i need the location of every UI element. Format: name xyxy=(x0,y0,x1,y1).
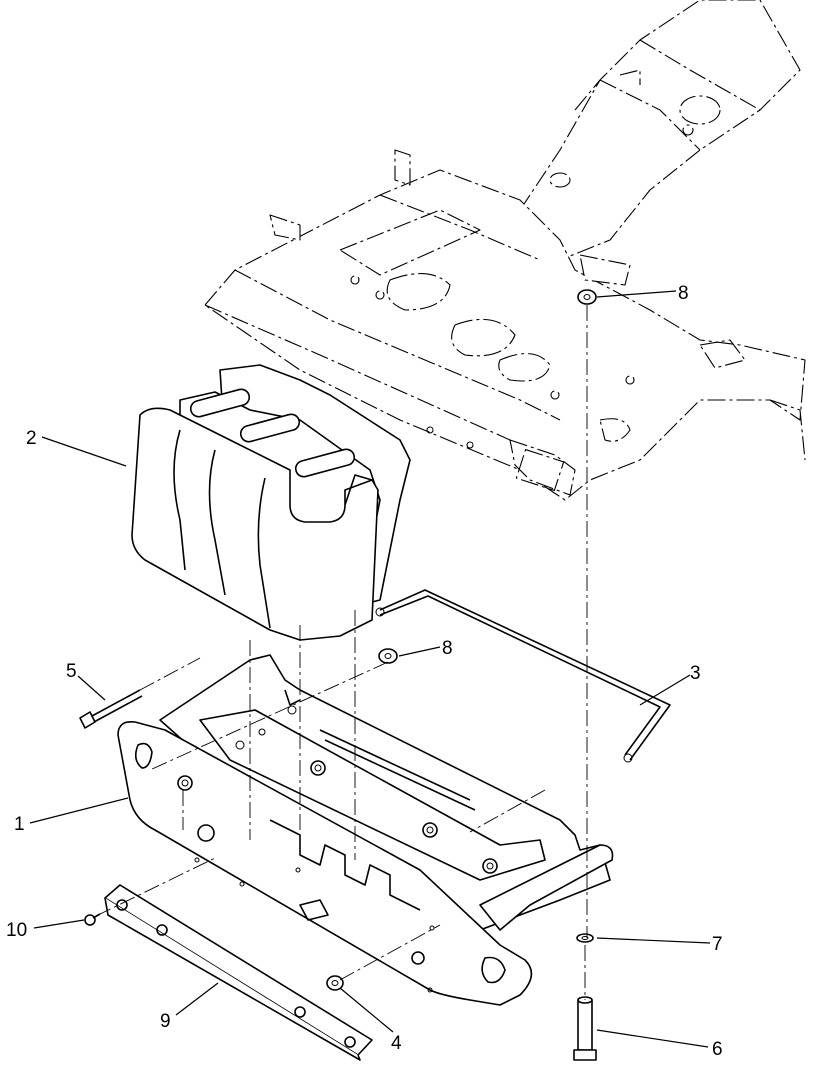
callout-9: 9 xyxy=(160,1011,171,1032)
callout-6: 6 xyxy=(712,1039,723,1060)
callout-labels: 1 2 3 4 5 6 7 8 8 9 10 xyxy=(6,283,723,1060)
u-rod xyxy=(375,589,671,763)
bracket-bolt-left xyxy=(177,775,193,791)
flat-bar xyxy=(104,884,373,1061)
callout-4: 4 xyxy=(391,1033,402,1054)
callout-8-lower: 8 xyxy=(442,638,453,659)
leader-lines xyxy=(29,290,711,1048)
bracket-bolt-center xyxy=(310,760,326,776)
bolt-5 xyxy=(79,689,143,729)
callout-5: 5 xyxy=(66,661,77,682)
bolt-6 xyxy=(573,996,597,1061)
callout-10: 10 xyxy=(6,920,27,941)
callout-1: 1 xyxy=(14,814,25,835)
weight-bracket xyxy=(117,654,614,1006)
callout-3: 3 xyxy=(690,663,701,684)
flange-nut-8-upper xyxy=(577,289,597,305)
assembly-centerlines xyxy=(95,305,588,1000)
screw-10 xyxy=(84,913,101,926)
washer-7 xyxy=(576,933,594,943)
flange-nut-4 xyxy=(326,975,344,991)
callout-7: 7 xyxy=(712,934,723,955)
bracket-bolt-mid xyxy=(422,822,438,838)
callout-8-upper: 8 xyxy=(678,283,689,304)
callout-2: 2 xyxy=(26,428,37,449)
flange-nut-8-lower xyxy=(378,648,398,664)
bracket-bolt-right xyxy=(482,858,498,874)
suitcase-weight-stack xyxy=(131,364,411,641)
tractor-frame-phantom xyxy=(204,0,806,501)
